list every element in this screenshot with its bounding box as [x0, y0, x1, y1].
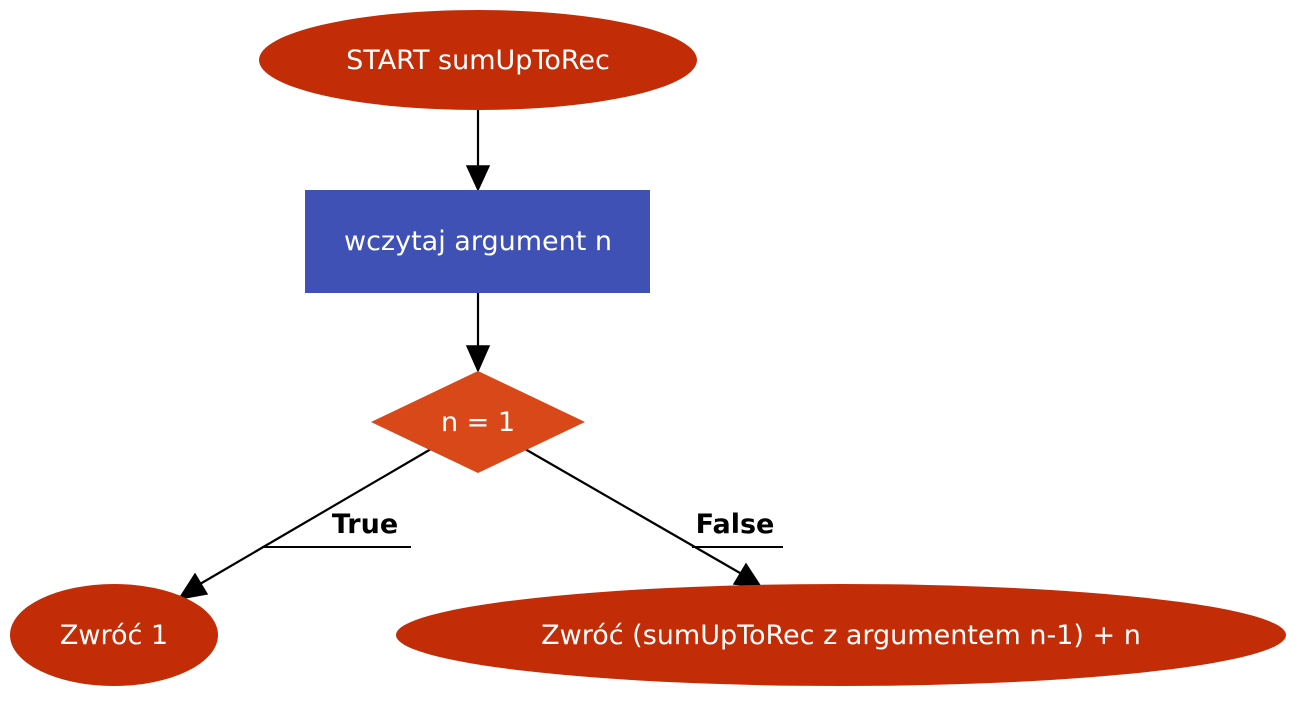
start-node-label: START sumUpToRec: [346, 45, 610, 76]
true-edge-label: True: [332, 509, 398, 540]
return-true-node-label: Zwróć 1: [60, 620, 168, 651]
return-false-node-label: Zwróć (sumUpToRec z argumentem n-1) + n: [541, 620, 1141, 651]
return-true-node: Zwróć 1: [10, 584, 218, 686]
input-node-shape: [305, 190, 650, 293]
arrowhead-decision-true: [177, 572, 209, 601]
decision-node-shape: [371, 371, 585, 473]
edge-input-to-decision: [465, 293, 491, 373]
arrowhead-input-to-decision: [465, 345, 491, 373]
start-node: START sumUpToRec: [259, 10, 697, 110]
return-true-node-shape: [10, 584, 218, 686]
input-node: wczytaj argument n: [305, 190, 650, 293]
decision-node: n = 1: [371, 371, 585, 473]
decision-node-label: n = 1: [441, 407, 515, 438]
arrowhead-start-to-input: [465, 165, 491, 192]
edge-decision-false: False: [524, 448, 783, 588]
return-false-node: Zwróć (sumUpToRec z argumentem n-1) + n: [396, 584, 1286, 686]
arrowhead-decision-false: [732, 562, 763, 588]
input-node-label: wczytaj argument n: [344, 226, 612, 257]
return-false-node-shape: [396, 584, 1286, 686]
false-edge-label: False: [696, 509, 775, 540]
start-node-shape: [259, 10, 697, 110]
edge-decision-true: True: [177, 448, 432, 601]
edge-start-to-input: [465, 110, 491, 192]
